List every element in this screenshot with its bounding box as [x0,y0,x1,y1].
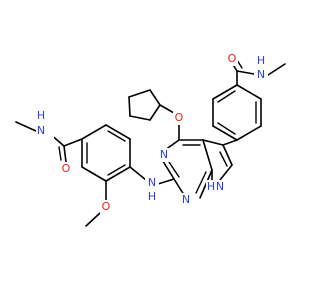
atom-o-methoxy: O [102,200,111,213]
bond-ether-o-cyclopentyl [159,104,175,114]
atom-n-pyrimidine-left: N [160,148,168,161]
bond-ring-nh-amine [129,166,147,181]
bond-pyrrole-2 [222,144,233,166]
bond-ring-right-4 [212,84,238,100]
atom-h-pyrrole: H [207,180,215,193]
bond-carbonyl-ring-left [63,138,83,147]
atom-o-ether: O [175,111,184,124]
bond-ring-left-6 [81,124,107,140]
bond-pyr-4 [202,139,213,171]
bond-pyr-5-dbl [195,171,207,194]
atom-n-right-amide: N [257,68,265,81]
bond-carbonyl-o-left-1 [63,145,67,163]
bond-cp-4 [128,89,151,98]
bond-ring-left-inner-2 [107,164,126,176]
atom-label-layer: O N H O N H N N H N O O N H [36,52,268,214]
molecule-structure-diagram: O N H O N H N N H N O O N H [15,52,286,227]
atom-n-pyrrole: N [216,180,224,193]
bond-pyrrole-1 [202,139,224,146]
bond-ring-right-3 [236,84,262,100]
atom-n-left-amide: N [37,124,45,137]
bond-ring-right-inner-3 [217,122,236,135]
bond-methyl-nh-left [15,121,37,132]
bond-cp-5 [149,89,161,106]
bond-nh-amine-pyrimidine [157,178,175,185]
bond-pyrrole-3 [219,164,233,181]
atom-n-amine: N [148,176,156,189]
bond-ring-left-inner-3 [107,130,126,142]
bond-nh-methyl-right [267,63,286,76]
bond-ring-right-6 [212,125,238,141]
atom-h-amine: H [148,190,156,203]
bond-ring-left-2 [81,166,107,182]
bond-cp-1 [149,104,161,121]
bond-methoxy-o-methyl [85,212,101,227]
bond-pyrrole-2-dbl [219,151,228,167]
atom-o-left-amide: O [62,162,71,175]
bond-ring-left-3 [105,166,131,182]
atom-h-right-amide: H [257,54,265,67]
bond-cp-2 [129,115,151,121]
bond-ring-left-5 [105,124,131,140]
atom-n-pyrimidine-bottom: N [182,193,190,206]
bond-ring-right-1 [236,125,262,141]
bond-carbonyl-o-left-2 [58,146,62,161]
atom-h-left-amide: H [37,109,45,122]
bond-carbonyl-nh-right [236,70,255,75]
bond-cp-3 [128,96,131,117]
bond-ring-right-inner-2 [217,90,236,103]
bond-pyrrole-ring-right [222,139,238,146]
atom-o-right-amide: O [228,52,237,65]
